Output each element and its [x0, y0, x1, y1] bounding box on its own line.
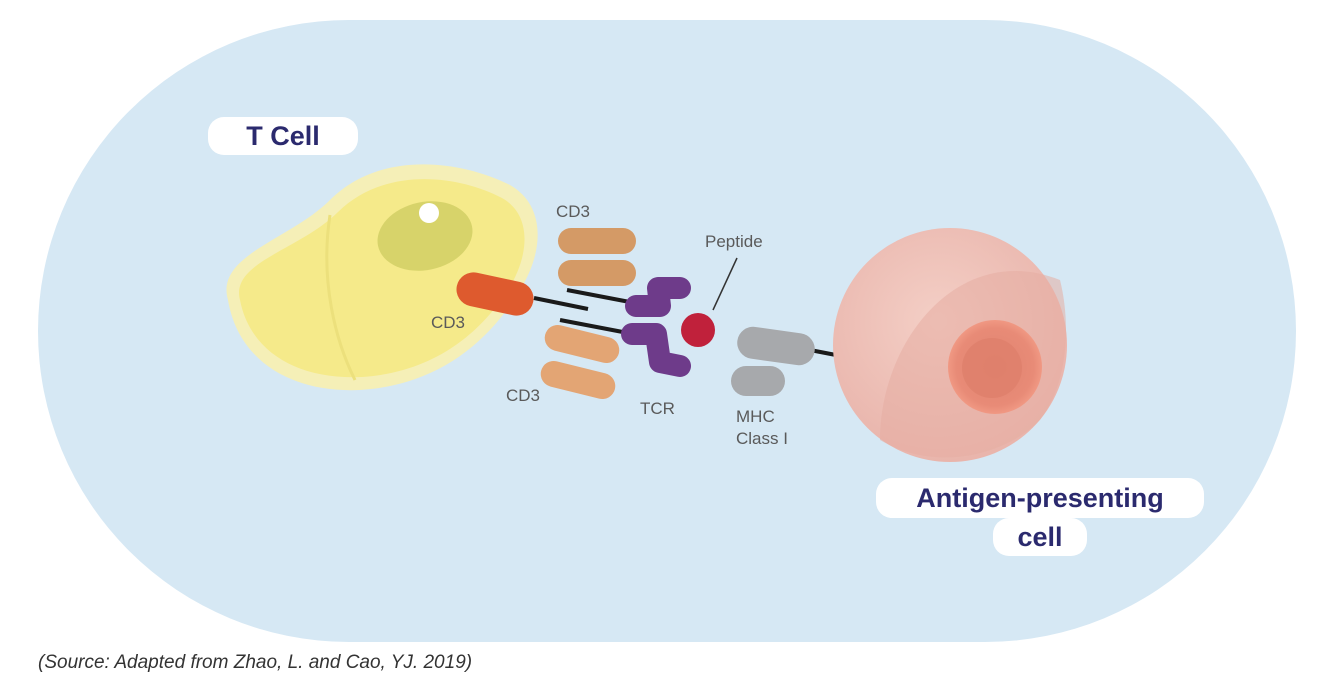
background-capsule: [38, 20, 1296, 642]
tcr-receptor: [621, 277, 691, 377]
cd3-top-label: CD3: [556, 202, 591, 221]
mhc-label-line1: MHC: [736, 407, 775, 426]
connector-line: [559, 318, 629, 335]
peptide-pointer: [712, 257, 738, 311]
t-cell-label-text: T Cell: [246, 121, 320, 151]
cd3-tan-pill: [558, 260, 636, 286]
cd3-tan-pill: [558, 228, 636, 254]
cd3-left-label: CD3: [431, 313, 466, 332]
connector-line: [566, 288, 636, 305]
mhc-pill: [731, 366, 785, 396]
apc-label-line1-text: Antigen-presenting: [916, 483, 1164, 513]
t-cell-highlight: [419, 203, 439, 223]
peptide-label: Peptide: [705, 232, 763, 251]
t-cell: [226, 164, 538, 391]
tcr-label: TCR: [640, 399, 675, 418]
cd3-bottom-label: CD3: [506, 386, 541, 405]
source-caption: (Source: Adapted from Zhao, L. and Cao, …: [38, 652, 473, 673]
connector-line: [533, 296, 589, 311]
t-cell-nucleus: [377, 201, 473, 271]
apc-label-line2: cell: [993, 518, 1087, 556]
peptide-dot: [681, 313, 715, 347]
cd3-orange-pill: [456, 272, 534, 316]
antigen-presenting-cell: [833, 228, 1067, 462]
apc-label-line2-text: cell: [1017, 522, 1063, 552]
mhc-label-line2: Class I: [736, 429, 788, 449]
mhc-label: MHC Class I: [736, 406, 788, 450]
mhc-pill: [737, 326, 815, 366]
apc-label-line1: Antigen-presenting: [876, 478, 1204, 518]
cd3-tan-pill: [540, 360, 616, 400]
cd3-tan-pill: [544, 324, 620, 364]
t-cell-label: T Cell: [208, 117, 358, 155]
